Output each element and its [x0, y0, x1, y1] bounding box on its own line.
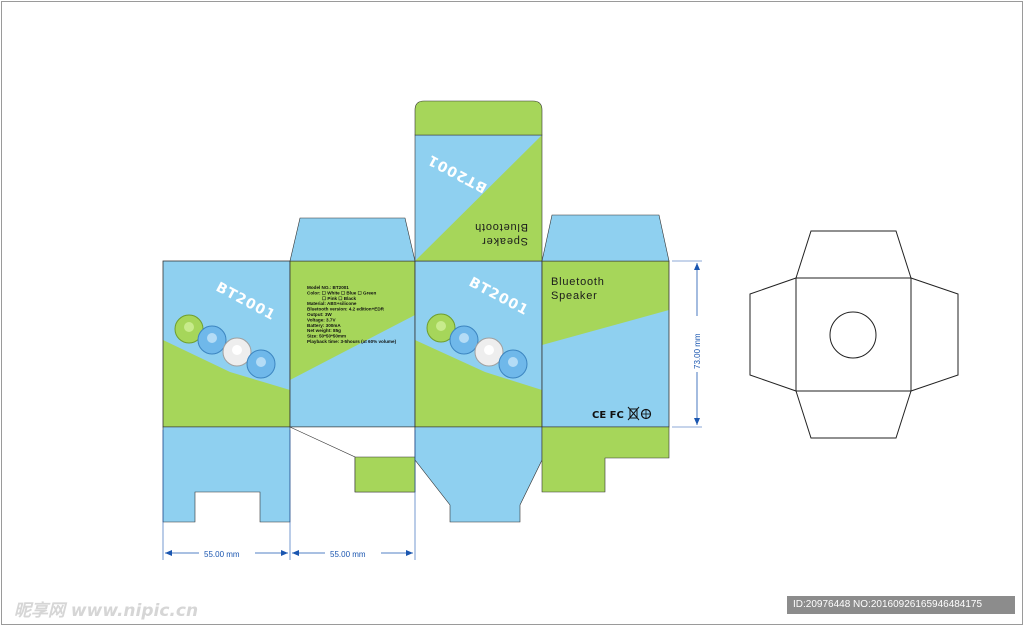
spec-line: Model NO.: BT2001 [307, 285, 349, 290]
spec-line: Size: 50*50*50mm [307, 334, 346, 339]
dimension-width-side-label: 55.00 mm [330, 550, 366, 559]
dimension-width-front-label: 55.00 mm [204, 550, 240, 559]
spec-line: Battery: 300mA [307, 323, 341, 328]
spec-line: Playback time: 3-5hours (at 60% volume) [307, 339, 397, 344]
spec-line: Voltage: 3.7V [307, 317, 336, 322]
spec-line: Output: 3W [307, 312, 332, 317]
spec-line: Bluetooth version: 4.2 edition+EDR [307, 307, 385, 312]
insert-dieline-diagram [749, 230, 959, 439]
panel-top-lid: BT2001 Bluetooth Speaker [414, 134, 543, 262]
top-tuck-flap [414, 100, 543, 136]
panel-front-left: BT2001 [162, 260, 291, 428]
globe-icon [640, 408, 652, 420]
dimension-width-side: 55.00 mm [292, 430, 416, 560]
dimension-width-front: 55.00 mm [162, 430, 291, 560]
panel-side-bottom-flap [541, 426, 670, 493]
panel-specifications-top-flap [289, 217, 416, 262]
panel-side: Bluetooth Speaker CE FC [541, 260, 670, 428]
top-lid-title-line1: Bluetooth [474, 221, 528, 233]
spec-line: Net weight: 85g [307, 328, 341, 333]
top-lid-title-line2: Speaker [481, 235, 528, 247]
side-title-line2: Speaker [551, 290, 598, 302]
panel-front-center: BT2001 [414, 260, 543, 428]
panel-specifications-bottom-tab [354, 456, 416, 493]
certification-marks: CE FC [592, 410, 624, 421]
speaker-cubes-illustration [174, 314, 276, 379]
weee-bin-icon [627, 406, 640, 421]
spec-line: ☐ Pink ☐ Black [322, 296, 356, 301]
watermark-logo: 昵享网 www.nipic.cn [14, 601, 199, 621]
panel-front-left-bottom-flap [162, 426, 291, 523]
panel-front-center-bottom-flap [414, 426, 543, 523]
spec-line: Color: ☐ White ☐ Blue ☐ Green [307, 290, 376, 295]
watermark-id-bar: ID:20976448 NO:20160926165946484175 [787, 596, 1015, 614]
dimension-height: 73.00 mm [672, 260, 702, 428]
side-title-line1: Bluetooth [551, 276, 605, 288]
dimension-height-label: 73.00 mm [693, 333, 702, 369]
speaker-cubes-illustration-center [426, 313, 528, 379]
insert-center-hole [829, 311, 877, 359]
panel-side-top-flap [541, 214, 670, 262]
spec-line: Material: ABS+silicone [307, 301, 357, 306]
